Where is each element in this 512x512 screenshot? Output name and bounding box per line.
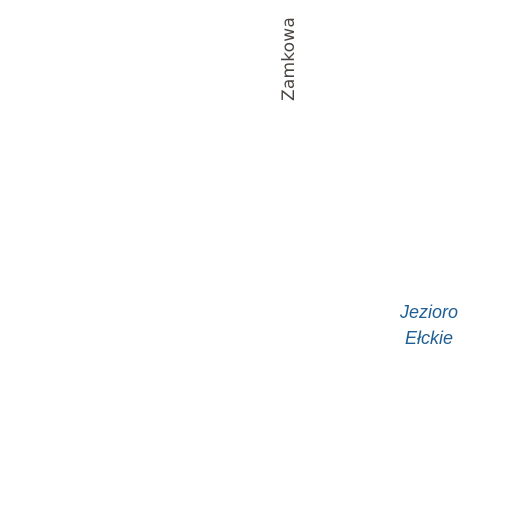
lake-label: Jezioro Ełckie [400, 299, 458, 351]
lake-label-line-2: Ełckie [404, 328, 453, 348]
street-label-zamkowa: Zamkowa [279, 17, 299, 101]
lake-label-line-1: Jezioro [399, 302, 459, 322]
